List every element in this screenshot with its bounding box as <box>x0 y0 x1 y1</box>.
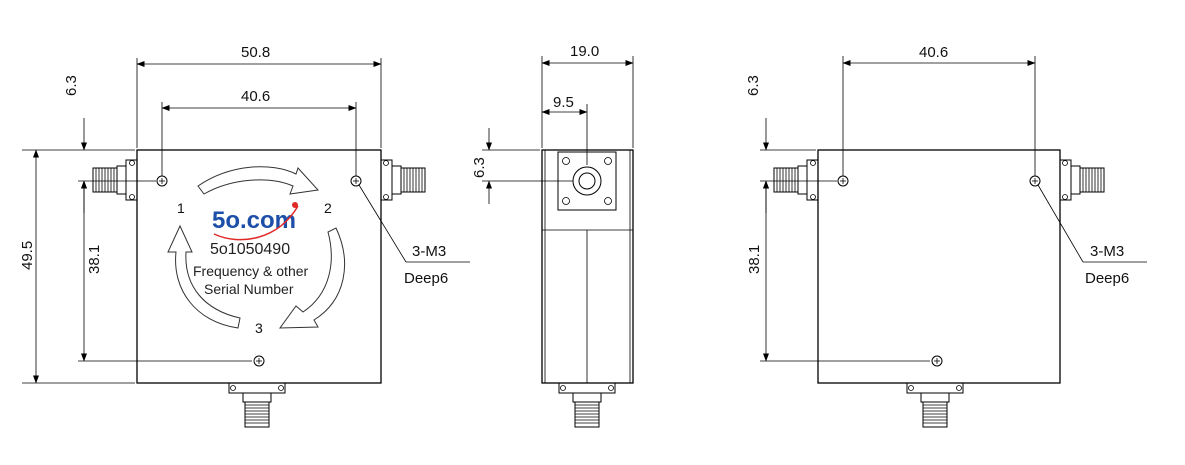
back-callout-leader <box>1037 184 1084 263</box>
back-dim-holes-label: 40.6 <box>919 44 948 61</box>
back-callout-line-1: 3-M3 <box>1090 243 1124 260</box>
mounting-hole-3 <box>253 355 265 367</box>
dim-hole-vertical-label: 38.1 <box>86 245 103 274</box>
side-view: 19.0 9.5 6.3 <box>471 43 634 428</box>
back-dim-hole-vertical-label: 38.1 <box>746 245 763 274</box>
info-line-2: Serial Number <box>204 281 294 297</box>
housing-side <box>541 149 634 384</box>
back-view: 40.6 6.3 38.1 3-M3 Deep6 <box>745 44 1147 428</box>
dim-top-offset-label: 6.3 <box>63 75 80 96</box>
dim-holes-label: 40.6 <box>241 88 270 105</box>
port-1-label: 1 <box>177 200 185 216</box>
circulation-arrow-left <box>167 224 241 329</box>
port-3-label: 3 <box>255 320 263 336</box>
back-connector-left <box>773 159 819 201</box>
dim-height-label: 49.5 <box>19 241 36 270</box>
back-dim-top-offset-label: 6.3 <box>745 75 762 96</box>
circulation-arrow-top <box>197 166 320 195</box>
callout-line-1: 3-M3 <box>412 243 446 260</box>
dim-center-label: 9.5 <box>553 94 574 111</box>
connector-port3-bottom <box>228 382 286 428</box>
brand-logo: 5o.com <box>212 202 299 241</box>
circulation-arrow-right <box>278 227 346 329</box>
part-number: 5o1050490 <box>210 241 290 258</box>
back-mounting-hole-3 <box>931 355 943 367</box>
side-connector-bottom <box>558 382 616 428</box>
back-connector-right <box>1059 159 1105 201</box>
housing-back <box>817 149 1061 384</box>
connector-port2-right <box>380 159 426 201</box>
port-2-label: 2 <box>324 200 332 216</box>
connector-port1-left <box>92 159 138 201</box>
callout-leader <box>358 184 407 263</box>
back-connector-bottom <box>906 382 964 428</box>
back-callout-line-2: Deep6 <box>1085 270 1129 287</box>
callout-line-2: Deep6 <box>404 270 448 287</box>
dim-side-offset-label: 6.3 <box>471 157 488 178</box>
dim-width-label: 50.8 <box>241 44 270 61</box>
info-line-1: Frequency & other <box>193 263 309 279</box>
front-view: 5o.com 5o1050490 Frequency & other Seria… <box>19 44 470 428</box>
dim-depth-label: 19.0 <box>570 43 599 60</box>
logo-text: 5o.com <box>212 207 296 234</box>
logo-dot <box>292 202 298 208</box>
logo-swoosh <box>213 205 299 241</box>
